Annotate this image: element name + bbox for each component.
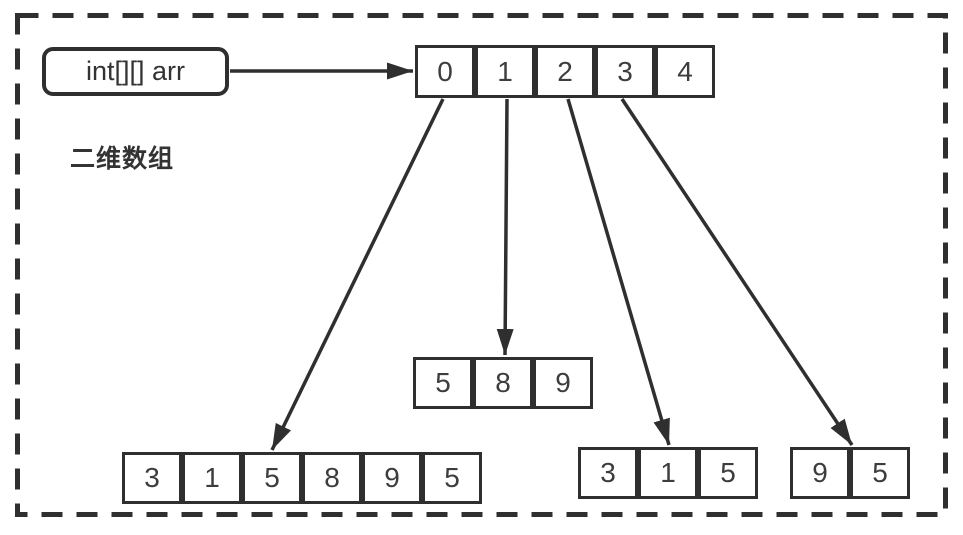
array-cell: 5 (242, 452, 302, 504)
diagram-caption: 二维数组 (70, 145, 175, 173)
array-cell: 1 (638, 447, 698, 499)
array-cell: 4 (655, 45, 715, 98)
array-cell: 5 (413, 357, 473, 409)
array-cell: 5 (698, 447, 758, 499)
array-cell: 9 (362, 452, 422, 504)
arrow-index0-to-row0 (270, 98, 445, 451)
arrow-index2-to-row2 (566, 98, 671, 446)
array-cell: 3 (595, 45, 655, 98)
array-cell: 5 (422, 452, 482, 504)
array-cell: 1 (182, 452, 242, 504)
array-cell: 5 (850, 447, 910, 499)
array-cell: 9 (533, 357, 593, 409)
dashed-frame (15, 13, 948, 517)
array-cell: 0 (415, 45, 475, 98)
array-cell: 3 (578, 447, 638, 499)
array-reference-label: int[][] arr (85, 56, 186, 86)
array-cell: 8 (473, 357, 533, 409)
arrow-index3-to-row3 (620, 98, 854, 446)
arrow-index1-to-row1 (496, 98, 514, 356)
array-reference-box: int[][] arr (42, 47, 229, 96)
array-cell: 9 (790, 447, 850, 499)
array-cell: 1 (475, 45, 535, 98)
array-cell: 8 (302, 452, 362, 504)
array-cell: 2 (535, 45, 595, 98)
array-cell: 3 (122, 452, 182, 504)
